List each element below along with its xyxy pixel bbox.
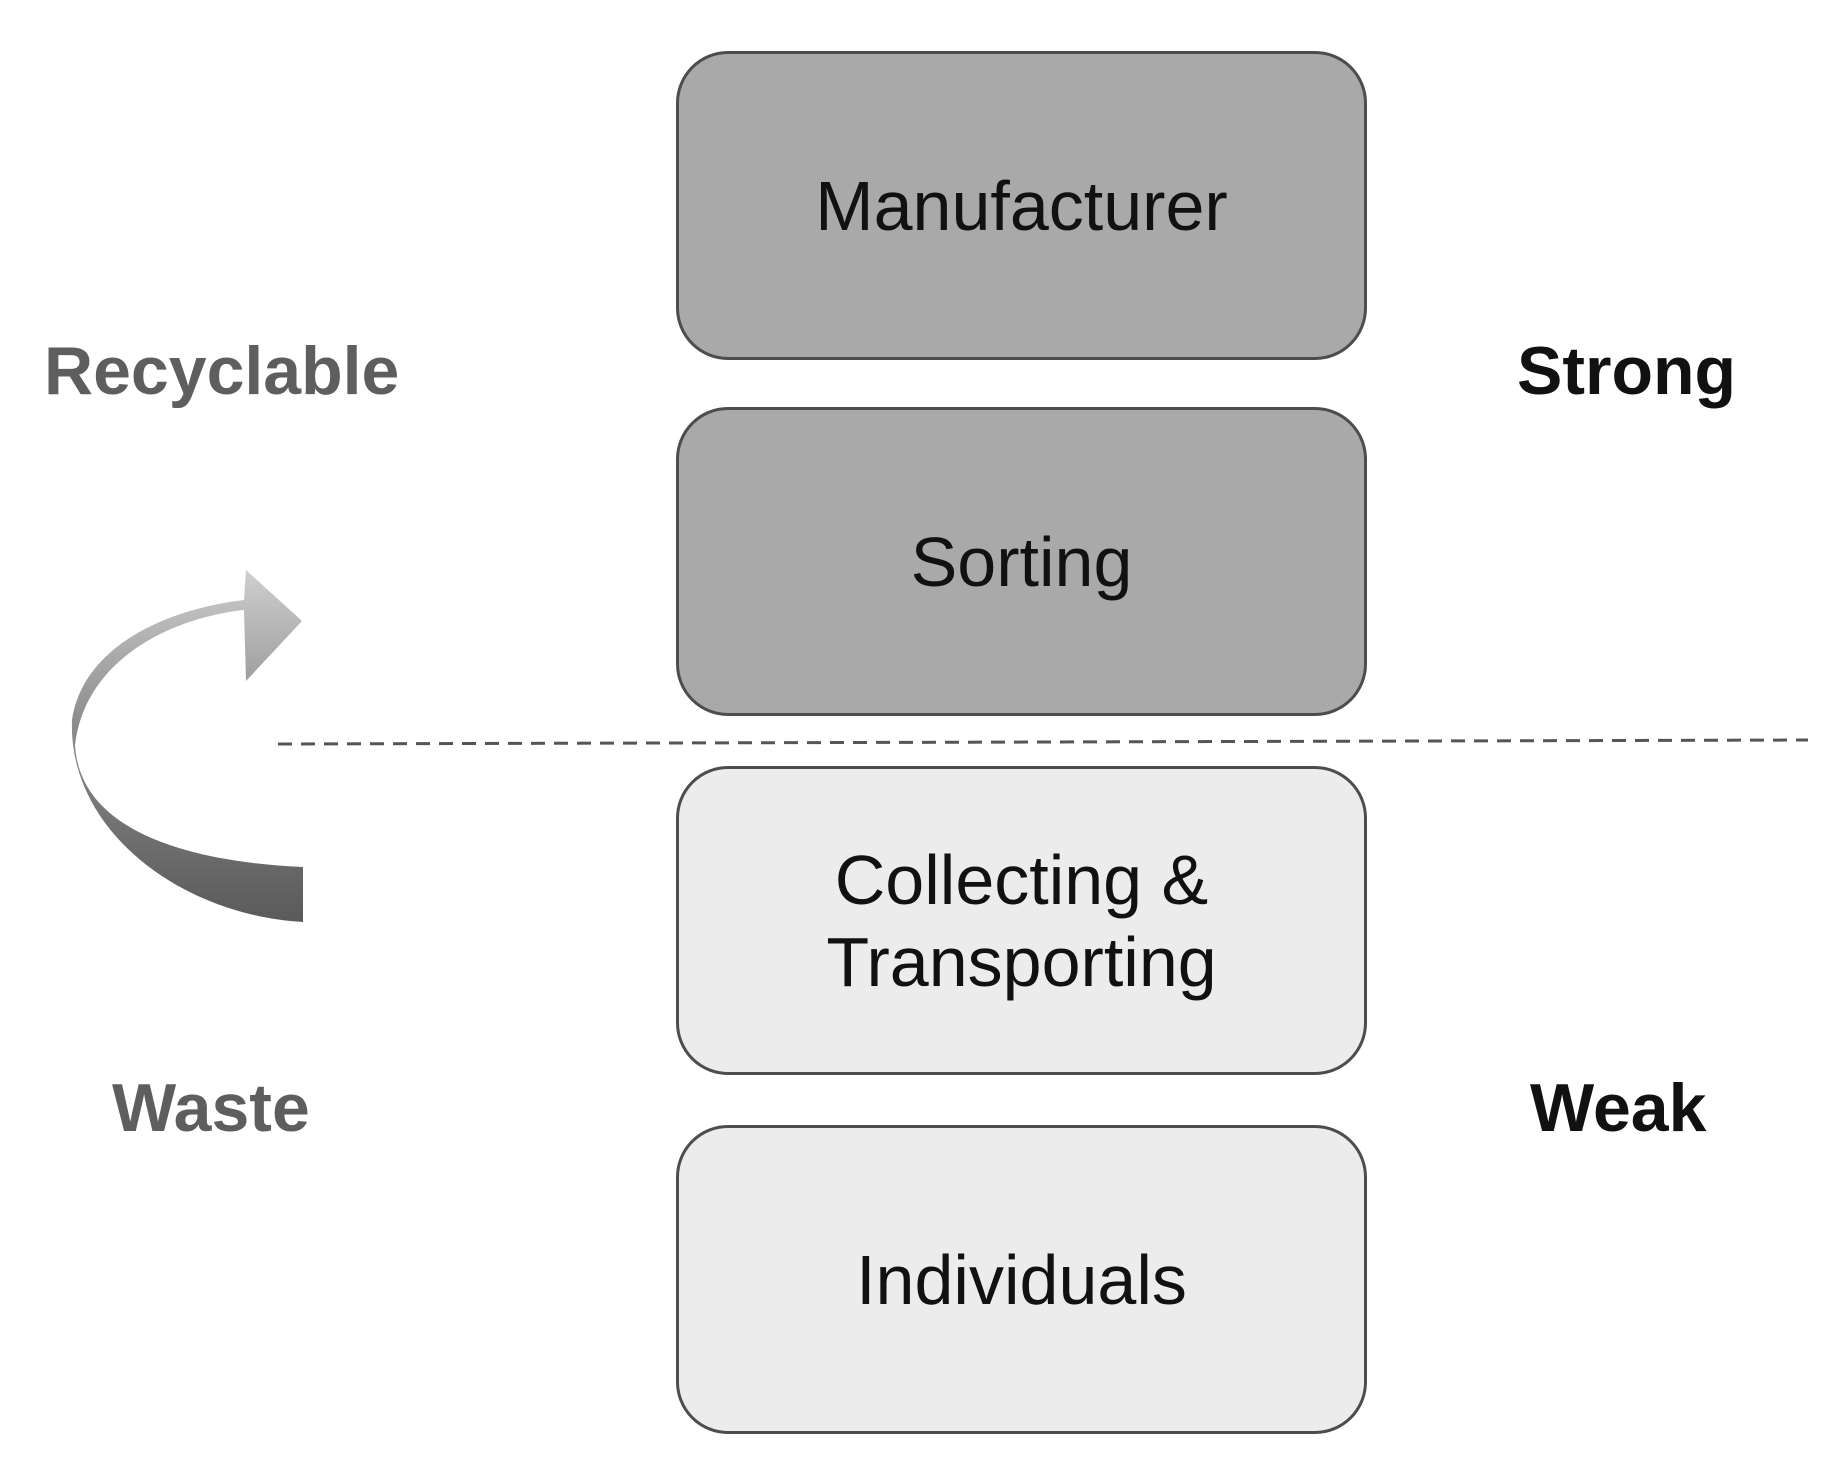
waste-label: Waste [112,1070,310,1146]
strong-label: Strong [1517,333,1737,409]
manufacturer-box: Manufacturer [676,51,1367,360]
individuals-box: Individuals [676,1125,1367,1434]
collecting-transporting-box: Collecting & Transporting [676,766,1367,1075]
weak-label: Weak [1530,1070,1707,1146]
sorting-box: Sorting [676,407,1367,716]
recyclable-label: Recyclable [44,333,400,409]
